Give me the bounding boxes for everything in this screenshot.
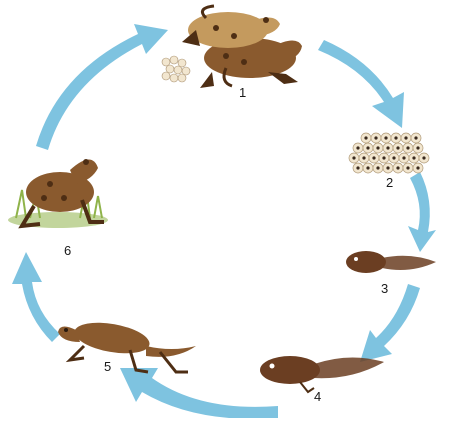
stage-number-5: 5	[104, 360, 111, 373]
stage-5-froglet-icon	[58, 318, 196, 372]
arrow-2-to-3	[408, 172, 436, 252]
stage-6-adult-frog-icon	[8, 159, 108, 228]
stage-2-egg-mass-icon	[349, 133, 429, 173]
arrow-3-to-4	[360, 284, 420, 362]
stage-3-tadpole-icon	[346, 251, 436, 273]
arrow-5-to-6	[12, 252, 60, 342]
stage-number-3: 3	[381, 282, 388, 295]
stage-number-1: 1	[239, 86, 246, 99]
stage-number-6: 6	[64, 244, 71, 257]
arrow-4-to-5	[120, 368, 278, 418]
arrow-1-to-2	[318, 40, 404, 128]
stage-4-tadpole-with-legs-icon	[260, 356, 384, 392]
stage-1-mating-frogs-icon	[162, 6, 302, 88]
stage-number-2: 2	[386, 176, 393, 189]
stage-number-4: 4	[314, 390, 321, 403]
arrow-6-to-1	[36, 24, 168, 150]
